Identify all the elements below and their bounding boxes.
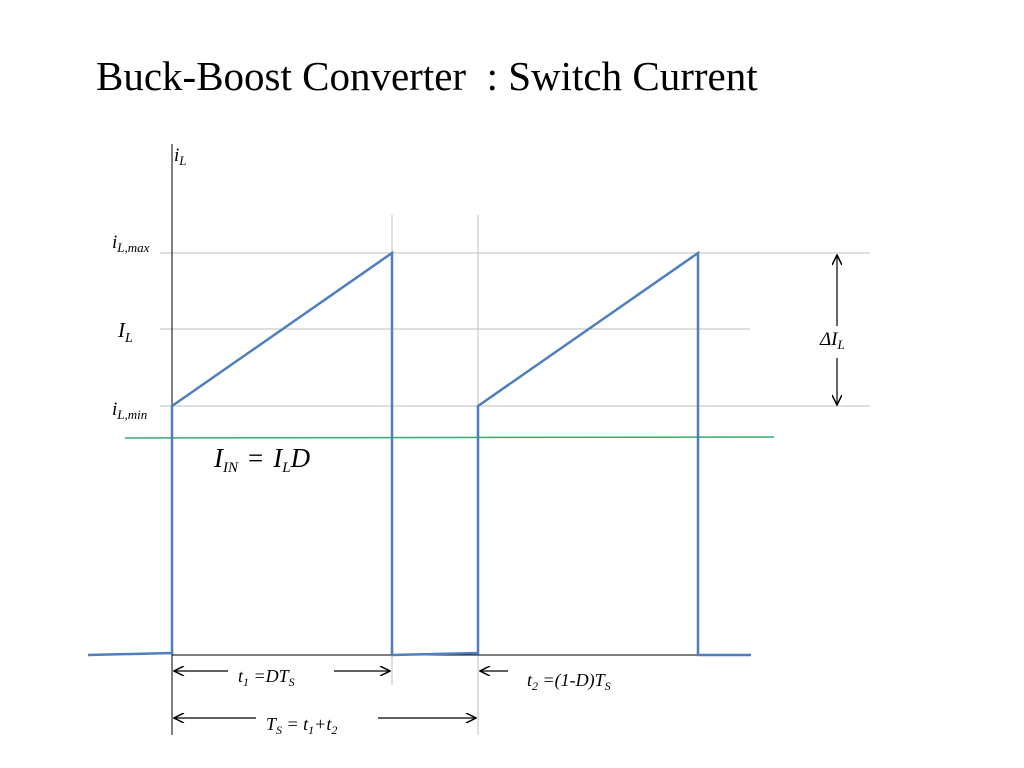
i-max-label: iL,max <box>112 232 150 255</box>
slide-title: Buck-Boost Converter : Switch Current <box>96 53 758 99</box>
t2-label: t2 =(1-D)TS <box>527 670 611 693</box>
switch-current-waveform <box>87 250 751 657</box>
t1-label: t1 =DTS <box>238 666 295 689</box>
input-current-equation: IIN=ILD <box>213 443 311 476</box>
i-avg-label: IL <box>117 318 133 346</box>
ts-label: TS = t1+t2 <box>266 714 337 737</box>
ripple-label: ΔIL <box>819 329 845 352</box>
input-current-line <box>124 436 775 439</box>
y-axis-label: iL <box>174 145 187 168</box>
i-min-label: iL,min <box>112 399 147 422</box>
